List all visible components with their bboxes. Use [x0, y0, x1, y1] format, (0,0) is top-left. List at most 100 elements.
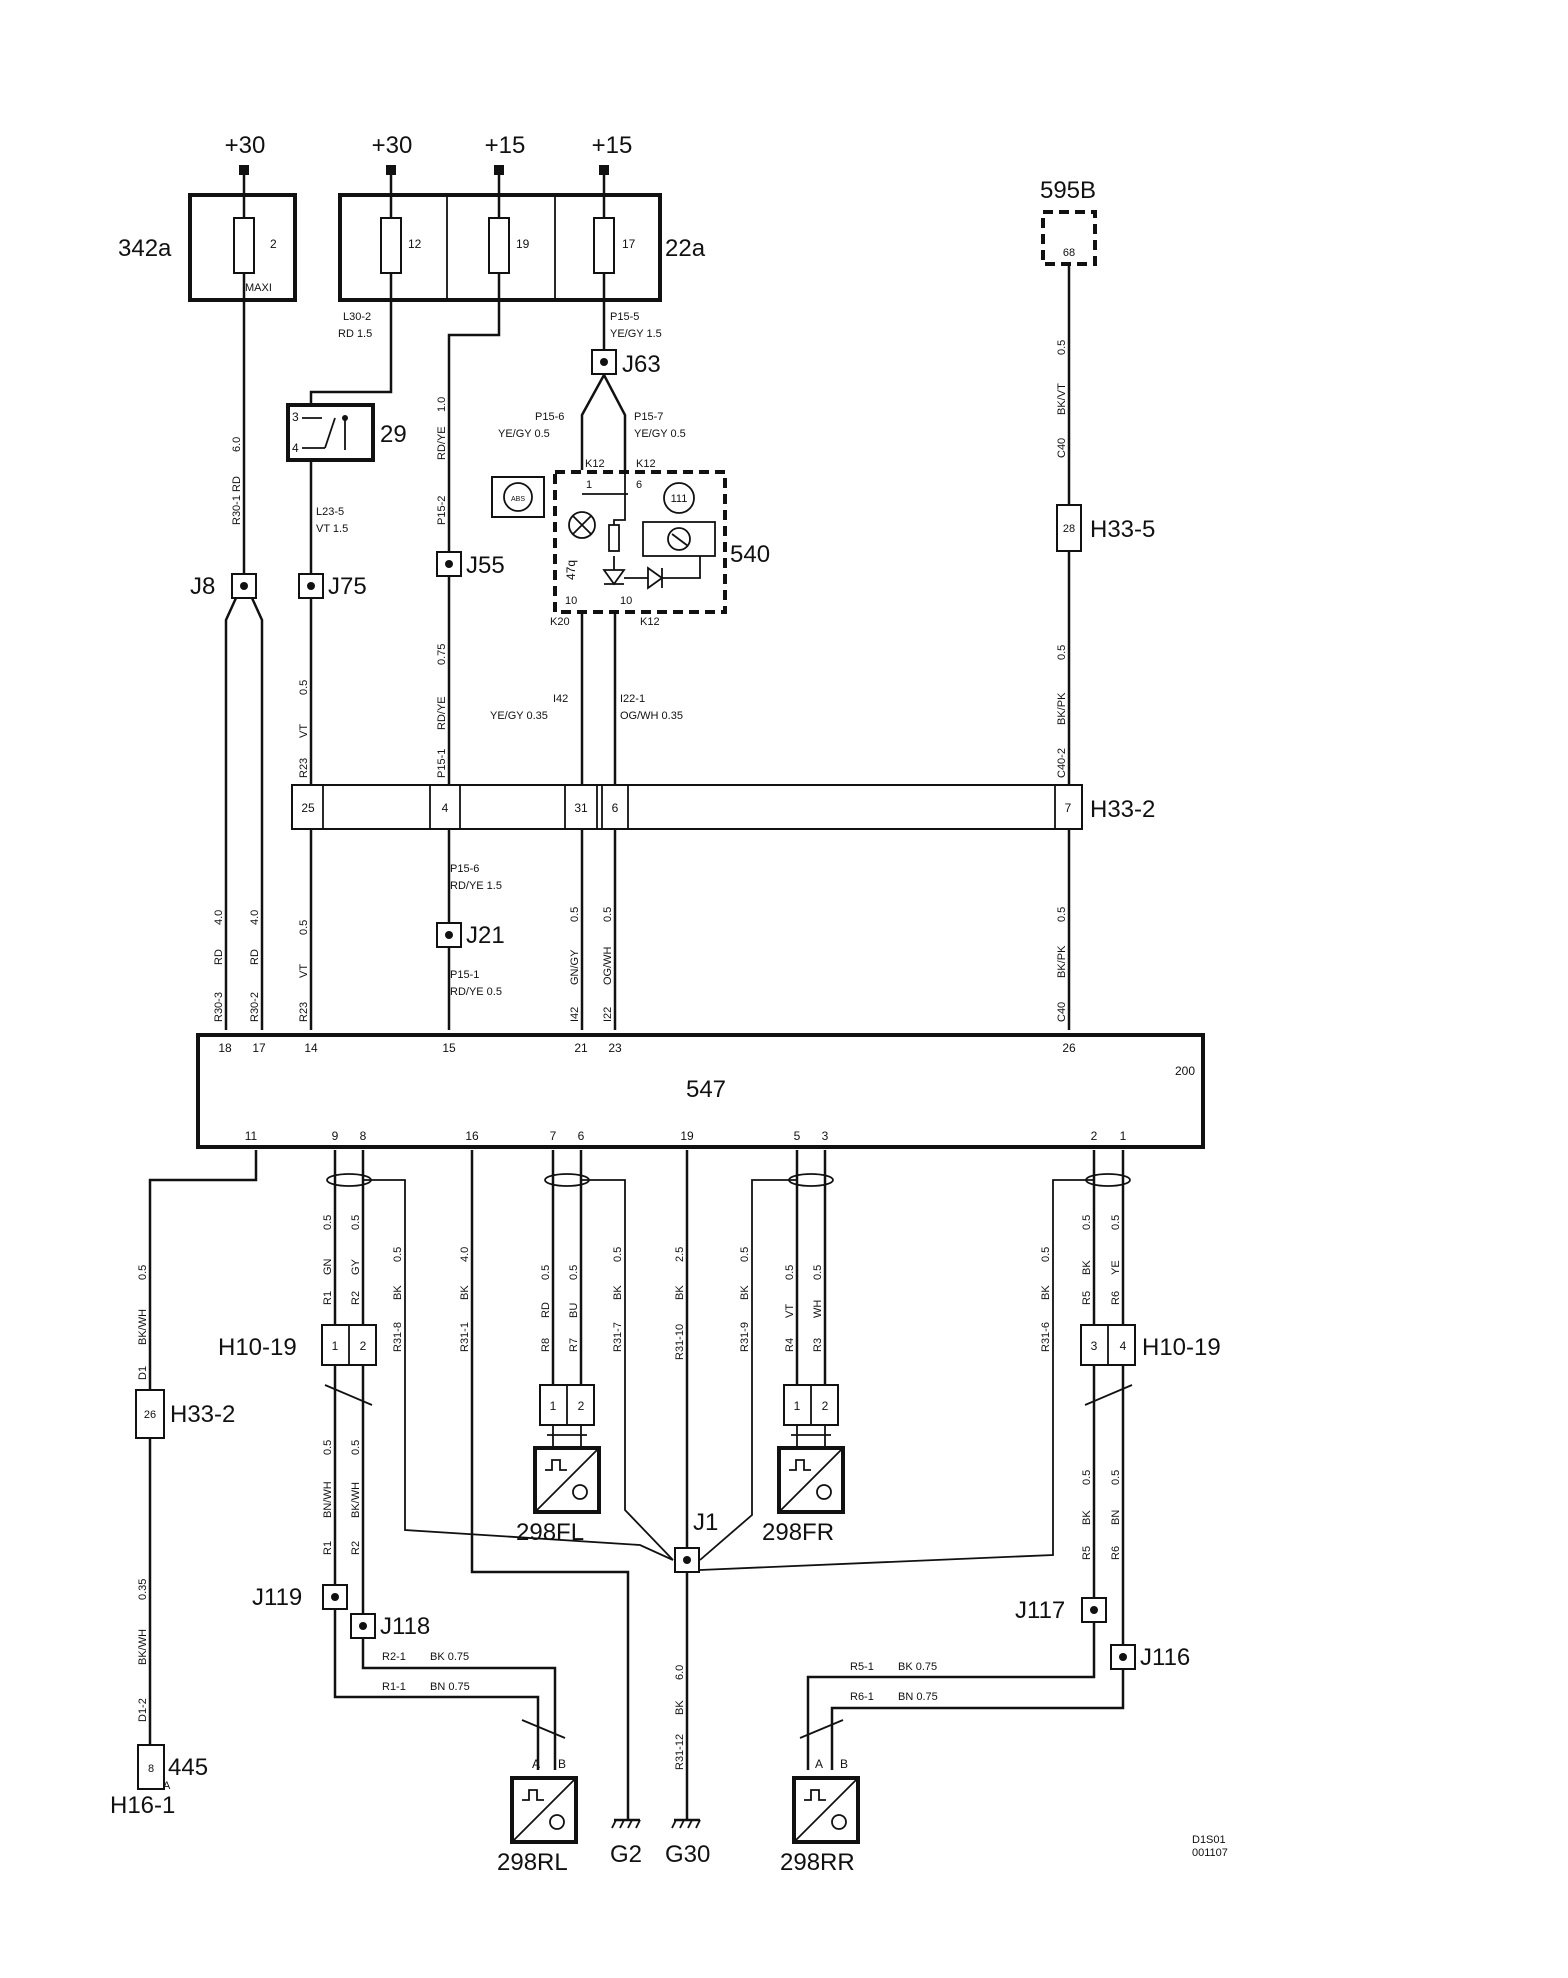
wire-id: R6 — [1110, 1291, 1122, 1305]
wire-color: GY — [350, 1258, 362, 1275]
wire-id: R30-1 — [231, 495, 243, 525]
ecu-pin: 7 — [550, 1129, 557, 1143]
wire-id: R31-9 — [739, 1322, 751, 1352]
ecu-pin: 19 — [680, 1129, 694, 1143]
wire-spec: YE/GY 1.5 — [610, 328, 662, 340]
fuse-number: 19 — [516, 237, 530, 251]
wire-size: 0.5 — [1056, 340, 1068, 355]
wire-size: 0.5 — [1056, 645, 1068, 660]
diode-icon — [647, 566, 664, 590]
component-label: 298RL — [497, 1849, 568, 1876]
abs-icon-label: ABS — [511, 496, 525, 503]
wire-color: BU — [568, 1303, 580, 1318]
wire-id: R30-2 — [249, 992, 261, 1022]
wire-size: 4.0 — [213, 910, 225, 925]
pin-label: 8 — [148, 1763, 154, 1775]
junction-label: J116 — [1140, 1644, 1190, 1671]
wire-id: P15-6 — [535, 411, 564, 423]
wire-id: P15-1 — [436, 749, 448, 778]
pin-label: 3 — [1091, 1339, 1098, 1353]
wire-size: 0.5 — [322, 1215, 334, 1230]
ecu-pin: 18 — [218, 1041, 232, 1055]
wire-id: R31-7 — [612, 1322, 624, 1352]
pin-label: 6 — [636, 479, 642, 491]
wire-color: VT — [298, 724, 310, 738]
fuse-icon — [488, 217, 510, 274]
instrument-cluster-540: ABS K12 K12 1 6 47q 111 10 10 K20 K12 54… — [491, 458, 770, 628]
fuse-number: 12 — [408, 237, 422, 251]
wire-size: 0.5 — [1081, 1470, 1093, 1485]
connector-445: 8 A 445 H16-1 — [110, 1744, 208, 1819]
wire-color: BK/WH — [137, 1629, 149, 1665]
wire-color: BK — [392, 1285, 404, 1300]
connector-label: H33-2 — [170, 1401, 235, 1428]
wire-color: RD — [540, 1302, 552, 1318]
bulb-icon — [568, 511, 596, 539]
wire-color: BK/PK — [1056, 692, 1068, 725]
wire-id: R2 — [350, 1291, 362, 1305]
component-label: 298FR — [762, 1519, 834, 1546]
ecu-pin: 3 — [822, 1129, 829, 1143]
pin-label: 10 — [565, 595, 577, 607]
pin-label: 26 — [144, 1409, 156, 1421]
wire-id: R23 — [298, 1002, 310, 1022]
wire-color: BK — [1081, 1510, 1093, 1525]
pin-label: 31 — [574, 801, 588, 815]
wire-color: BN — [1110, 1510, 1122, 1525]
wire-spec: BK 0.75 — [430, 1651, 469, 1663]
wire-size: 0.5 — [1110, 1470, 1122, 1485]
wire-color: BK/WH — [137, 1309, 149, 1345]
wire-size: 0.75 — [436, 644, 448, 665]
wire-size: 6.0 — [231, 437, 243, 452]
pin-label: K12 — [585, 458, 605, 470]
lower-junctions: J119 J118 J117 J116 — [252, 1584, 1190, 1671]
gauge-icon — [663, 482, 695, 514]
fuse-number: 17 — [622, 237, 636, 251]
ecu-pin: 5 — [794, 1129, 801, 1143]
wire-color: VT — [784, 1304, 796, 1318]
wire-labels: L30-2 RD 1.5 P15-5 YE/GY 1.5 P15-6 YE/GY… — [338, 311, 938, 1703]
ground-label: G2 — [610, 1841, 642, 1868]
ecu-pin: 11 — [245, 1129, 258, 1143]
junction-label: J21 — [466, 922, 505, 949]
wire-id: D1 — [137, 1366, 149, 1380]
pin-label: 10 — [620, 595, 632, 607]
fuse-note: MAXI — [245, 282, 272, 294]
component-label: H16-1 — [110, 1792, 175, 1819]
wire-spec: RD/YE 1.5 — [450, 880, 502, 892]
wire-spec: VT 1.5 — [316, 523, 348, 535]
wire-size: 2.5 — [674, 1247, 686, 1262]
wire-spec: YE/GY 0.5 — [634, 428, 686, 440]
wire-id: C40-2 — [1056, 748, 1068, 778]
wire-id: R31-6 — [1040, 1322, 1052, 1352]
wire-id: P15-5 — [610, 311, 639, 323]
wire-color: OG/WH — [602, 946, 614, 985]
wire-size: 0.5 — [322, 1440, 334, 1455]
terminal — [494, 165, 504, 175]
sensor-298rl: A B 298RL — [497, 1757, 578, 1876]
component-label: 298FL — [516, 1519, 584, 1546]
pin-label: 2 — [822, 1399, 829, 1413]
ecu-label: 547 — [686, 1076, 726, 1103]
wire-id: I42 — [569, 1007, 581, 1022]
pin-label: K12 — [636, 458, 656, 470]
grounds: G2 G30 — [610, 1818, 710, 1868]
supply-label: +30 — [372, 132, 413, 159]
wire-size: 4.0 — [249, 910, 261, 925]
wire-id: I42 — [553, 693, 568, 705]
pin-label: 1 — [586, 479, 592, 491]
junction-box — [436, 551, 462, 577]
shield-icon — [788, 1173, 834, 1187]
wire-size: 0.5 — [569, 907, 581, 922]
module-595b: 595B 68 — [1040, 177, 1097, 266]
junction-box — [591, 349, 617, 375]
wire-id: I22 — [602, 1007, 614, 1022]
wire-color: BK — [674, 1700, 686, 1715]
wire-id: I22-1 — [620, 693, 645, 705]
pin-label: 68 — [1063, 247, 1075, 259]
wire-size: 0.35 — [137, 1579, 149, 1600]
wire-spec: RD/YE 0.5 — [450, 986, 502, 998]
wire-color: GN — [322, 1258, 334, 1275]
wire-color: BK — [739, 1285, 751, 1300]
